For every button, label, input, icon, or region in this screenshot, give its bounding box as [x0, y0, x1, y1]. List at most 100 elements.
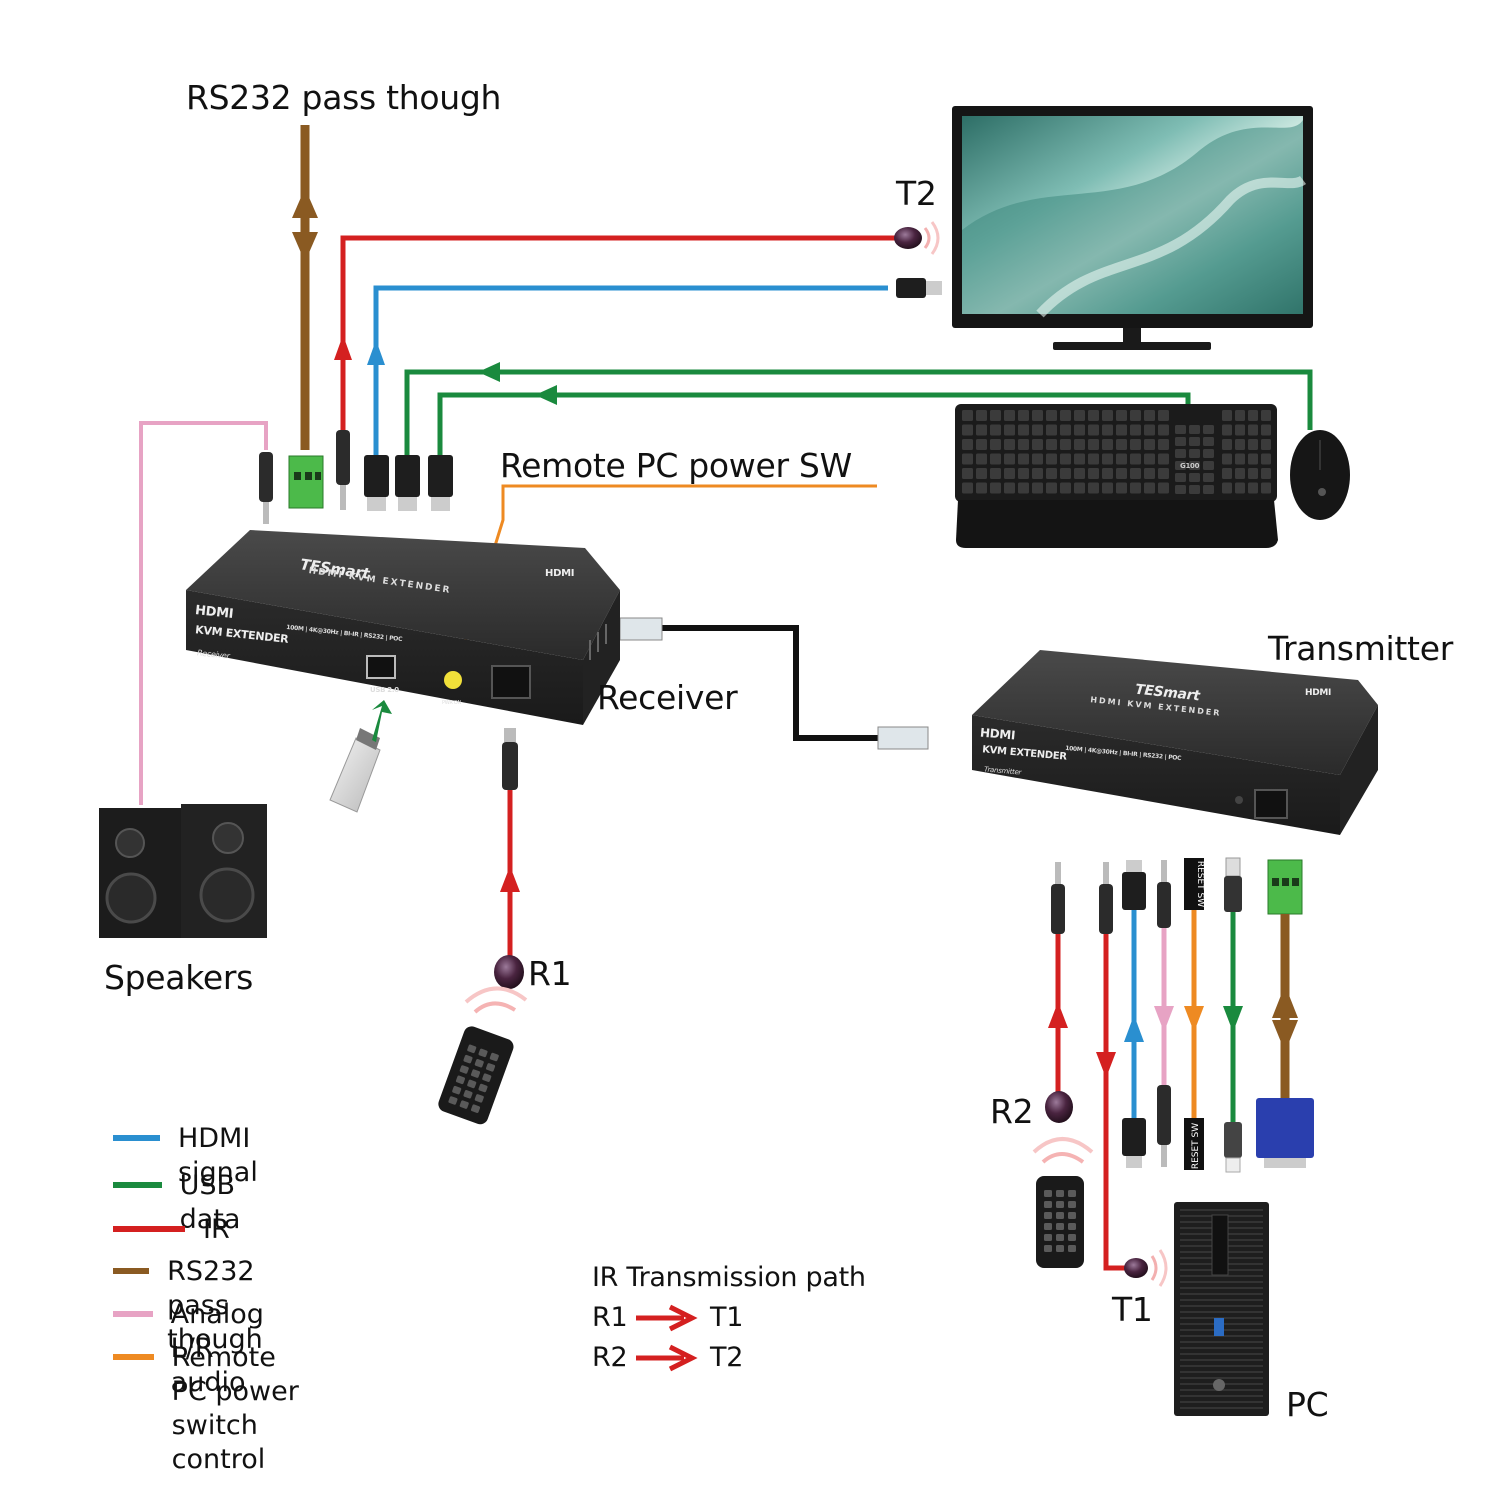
key-icon: [1032, 453, 1043, 465]
key-icon: [463, 1054, 473, 1064]
key-icon: [1102, 424, 1113, 436]
speakers-icon: [99, 804, 267, 938]
key-icon: [1203, 473, 1214, 482]
key-icon: [482, 1073, 492, 1082]
key-icon: [1248, 439, 1258, 450]
key-icon: [976, 468, 987, 479]
key-icon: [474, 1094, 484, 1103]
key-icon: [1074, 410, 1085, 421]
key-icon: [1056, 1201, 1064, 1208]
key-icon: [1235, 468, 1245, 479]
key-icon: [1068, 1223, 1076, 1230]
key-icon: [1222, 482, 1232, 494]
key-icon: [1046, 410, 1057, 421]
key-icon: [1056, 1223, 1064, 1230]
key-icon: [1175, 485, 1186, 494]
key-icon: [489, 1052, 499, 1062]
key-icon: [962, 439, 973, 450]
receiver-device: [186, 530, 620, 725]
key-icon: [1018, 482, 1029, 494]
key-icon: [478, 1048, 488, 1058]
key-icon: [1235, 439, 1245, 450]
usb-flash-drive-icon: [329, 700, 392, 813]
legend-swatch-audio: [113, 1311, 153, 1317]
key-icon: [1222, 439, 1232, 450]
key-icon: [448, 1096, 458, 1105]
key-icon: [1032, 410, 1043, 421]
speakers-label: Speakers: [104, 958, 254, 997]
legend-item-power: Remote PC power switch control: [113, 1341, 307, 1477]
key-icon: [1060, 439, 1071, 450]
key-icon: [1203, 461, 1214, 470]
key-icon: [976, 439, 987, 450]
key-icon: [1004, 410, 1015, 421]
legend-label: RS232 pass though: [167, 1256, 263, 1355]
receiver-hdmi-logo: HDMI: [545, 568, 575, 579]
transmitter-device: [972, 650, 1378, 835]
key-icon: [1018, 453, 1029, 465]
key-icon: [1060, 468, 1071, 479]
rj45-connector-icon: [877, 726, 929, 750]
hdmi-cable-monitor: [367, 285, 888, 455]
key-icon: [1032, 424, 1043, 436]
key-icon: [1175, 437, 1186, 446]
key-icon: [1261, 482, 1271, 494]
key-icon: [1158, 410, 1169, 421]
transmitter-hdmi-front-logo: HDMI: [979, 725, 1016, 743]
key-icon: [1060, 410, 1071, 421]
key-icon: [1088, 410, 1099, 421]
key-icon: [1261, 468, 1271, 479]
key-icon: [1102, 410, 1113, 421]
key-icon: [1068, 1190, 1076, 1197]
key-icon: [1235, 482, 1245, 494]
key-icon: [1222, 453, 1232, 465]
key-icon: [1248, 410, 1258, 421]
legend-label: HDMI signal: [177, 1123, 258, 1188]
key-icon: [1074, 453, 1085, 465]
key-icon: [1056, 1190, 1064, 1197]
key-icon: [962, 468, 973, 479]
key-icon: [1060, 453, 1071, 465]
ir-path-row1-from: R1: [592, 1302, 628, 1333]
usb-cable-pc: [1223, 857, 1243, 1173]
power-switch[interactable]: [1254, 789, 1288, 819]
power-button[interactable]: [444, 671, 462, 689]
ir-path-row2-to: T2: [710, 1342, 744, 1373]
key-icon: [478, 1083, 488, 1093]
key-icon: [1130, 482, 1141, 494]
audio-cable-speakers: [139, 421, 268, 805]
key-icon: [1158, 468, 1169, 479]
receiver-label: Receiver: [597, 678, 738, 717]
key-icon: [1046, 439, 1057, 450]
pc-label: PC: [1286, 1385, 1329, 1424]
legend-item-rs232: RS232 pass though: [113, 1255, 299, 1357]
key-icon: [1102, 482, 1113, 494]
key-icon: [990, 468, 1001, 479]
ir-path-row2-from: R2: [592, 1342, 628, 1373]
hdmi-cable-pc: [1122, 860, 1146, 1168]
key-icon: [1004, 482, 1015, 494]
usb-port-icon: [366, 655, 396, 679]
rs232-cable-receiver: [292, 125, 318, 450]
remote-pc-power-label: Remote PC power SW: [500, 446, 852, 485]
key-icon: [1203, 437, 1214, 446]
key-icon: [1248, 453, 1258, 465]
legend-swatch-rs232: [113, 1268, 150, 1274]
key-icon: [1116, 482, 1127, 494]
key-icon: [1056, 1234, 1064, 1241]
key-icon: [1158, 453, 1169, 465]
power-switch[interactable]: [491, 665, 531, 699]
key-icon: [990, 482, 1001, 494]
key-icon: [1130, 468, 1141, 479]
key-icon: [1144, 468, 1155, 479]
key-icon: [976, 424, 987, 436]
key-icon: [1004, 453, 1015, 465]
key-icon: [1068, 1245, 1076, 1252]
key-icon: [1044, 1190, 1052, 1197]
key-icon: [1222, 410, 1232, 421]
reset-sw-label-bottom: RESET SW: [1191, 1123, 1201, 1169]
key-icon: [1235, 424, 1245, 436]
key-icon: [1088, 468, 1099, 479]
mouse-icon: [1290, 430, 1350, 520]
ir-receiver-r1-icon: [494, 955, 524, 989]
